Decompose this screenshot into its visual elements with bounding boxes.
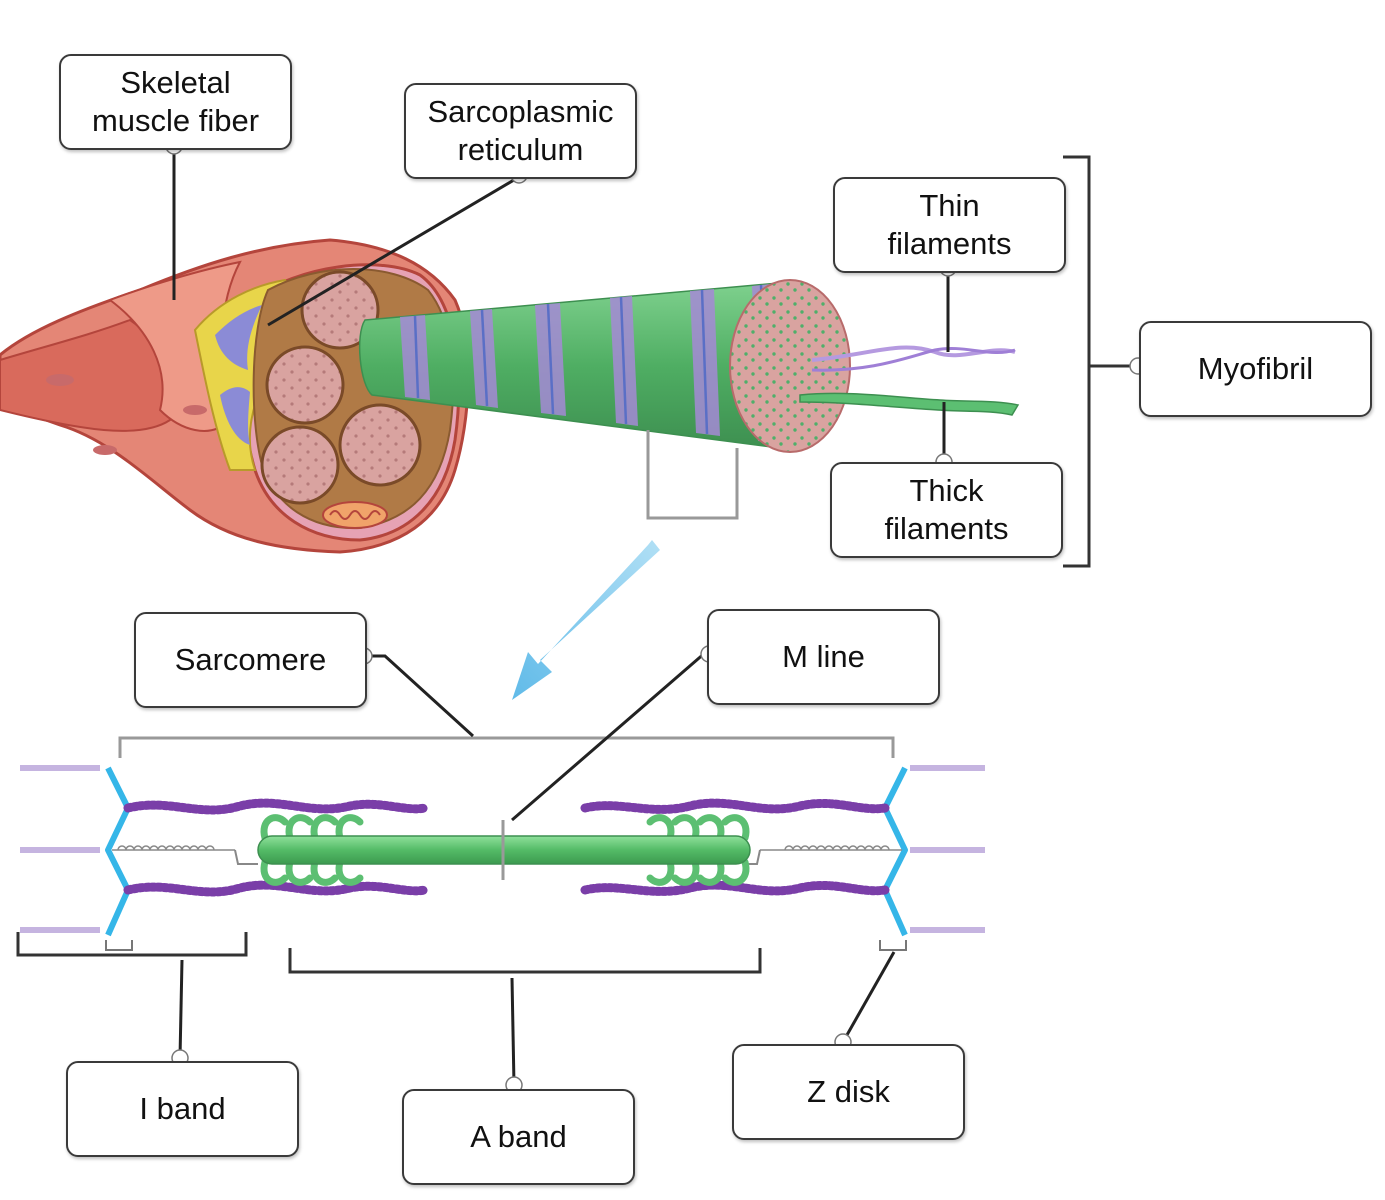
z-disk-left xyxy=(105,766,131,937)
thin-filament-strand xyxy=(811,346,1016,372)
label-thin-filaments: Thin filaments xyxy=(833,177,1066,273)
bottom-leader-lines xyxy=(178,650,896,1086)
myosin-heads-right xyxy=(646,814,750,886)
top-leader-lines xyxy=(172,148,950,462)
zoom-region-outline xyxy=(646,430,739,520)
mitochondrion xyxy=(322,501,388,529)
z-disk-marker-right xyxy=(879,940,907,951)
label-line: Sarcoplasmic xyxy=(427,94,614,130)
reticulum-gap xyxy=(220,387,250,445)
label-line: Thin xyxy=(919,188,980,224)
label-text: M line xyxy=(782,639,865,675)
nucleus xyxy=(93,445,117,455)
sarcomere-bracket xyxy=(118,736,895,758)
label-text: A band xyxy=(470,1119,567,1155)
outer-thin-filaments-left xyxy=(20,765,100,933)
thin-filament xyxy=(580,880,890,896)
thin-filaments xyxy=(123,798,890,897)
myofibril-cross-section xyxy=(300,270,380,350)
titin-coil-right xyxy=(760,845,902,851)
mitochondrion-cristae xyxy=(329,510,381,520)
label-line: reticulum xyxy=(457,132,584,167)
label-line: Thick xyxy=(909,473,984,509)
thin-filament xyxy=(123,798,430,815)
label-line: Skeletal xyxy=(120,65,231,101)
label-m-line: M line xyxy=(707,609,940,705)
label-text: Sarcomere xyxy=(174,642,327,678)
thin-filament xyxy=(580,798,890,814)
label-skeletal-muscle-fiber: Skeletal muscle fiber xyxy=(59,54,292,150)
z-disk-right xyxy=(882,766,908,937)
label-line: muscle fiber xyxy=(91,103,260,138)
zoom-arrow xyxy=(512,540,660,700)
nucleus xyxy=(46,374,74,386)
label-a-band: A band xyxy=(402,1089,635,1185)
muscle-fiber-illustration xyxy=(0,238,1020,554)
thick-filament-end-left xyxy=(234,849,258,865)
myofibril-cross-section xyxy=(265,345,345,425)
label-myofibril: Myofibril xyxy=(1139,321,1372,417)
label-thick-filaments: Thick filaments xyxy=(830,462,1063,558)
z-disk-marker-left xyxy=(105,940,133,951)
label-i-band: I band xyxy=(66,1061,299,1157)
myofibril-cone xyxy=(358,281,796,451)
thin-filament xyxy=(123,880,430,897)
i-band-bracket xyxy=(16,932,248,957)
label-z-disk: Z disk xyxy=(732,1044,965,1140)
titin-coil-left xyxy=(112,845,235,851)
myofibril-cross-section xyxy=(338,403,422,487)
myofibril-cross-section xyxy=(260,425,340,505)
a-band-bracket xyxy=(288,948,762,974)
outer-thin-filaments-right xyxy=(910,765,985,933)
sarcomere-illustration xyxy=(16,736,985,974)
label-sarcoplasmic-reticulum: Sarcoplasmic reticulum xyxy=(404,83,637,179)
nucleus xyxy=(183,405,207,415)
label-line: filaments xyxy=(884,511,1009,546)
label-sarcomere: Sarcomere xyxy=(134,612,367,708)
label-text: I band xyxy=(139,1091,226,1127)
label-text: Z disk xyxy=(807,1074,890,1110)
myosin-heads-left xyxy=(260,814,364,886)
thick-filament-strand xyxy=(799,392,1020,416)
myofibril-end-face xyxy=(729,279,851,453)
label-text: Myofibril xyxy=(1197,351,1314,387)
reticulum-gap xyxy=(215,305,262,370)
myofibril-bracket xyxy=(1063,155,1130,568)
label-line: filaments xyxy=(887,226,1012,261)
